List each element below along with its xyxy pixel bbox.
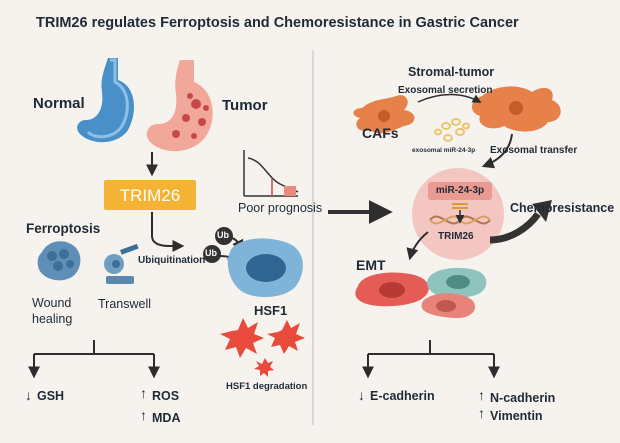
label-hsf1: HSF1 [254, 303, 288, 318]
right-bracket [362, 340, 500, 379]
trim26-box [104, 180, 196, 210]
arrow-ncadherin-up: ↑ [478, 387, 485, 403]
degradation-burst-3 [254, 358, 274, 377]
label-tumor: Tumor [222, 97, 268, 114]
label-cafs: CAFs [362, 125, 399, 141]
label-ub-2: Ub [205, 248, 217, 258]
secretion-arrow [417, 93, 482, 103]
label-hsf1-degradation: HSF1 degradation [226, 381, 308, 392]
arrow-ros-up: ↑ [140, 385, 147, 401]
mirna-strand-icon [452, 203, 468, 209]
ubiquitination-arrow [151, 212, 185, 252]
label-stromal-tumor: Stromal-tumor [408, 65, 495, 79]
label-chemoresistance: Chemoresistance [510, 201, 615, 215]
degradation-burst-1 [220, 318, 264, 358]
label-exosomal-transfer: Exosomal transfer [490, 145, 578, 156]
tumor-stomach-icon [146, 60, 213, 152]
label-trim26-gene: TRIM26 [438, 231, 474, 242]
label-e-cadherin: E-cadherin [370, 389, 435, 403]
label-mda: MDA [152, 411, 181, 425]
label-ros: ROS [152, 389, 180, 403]
label-emt: EMT [356, 257, 386, 273]
ub-circle-2 [203, 245, 221, 263]
ub-circle-1 [215, 227, 233, 245]
label-ferroptosis: Ferroptosis [26, 221, 101, 236]
arrow-ecadherin-down: ↓ [358, 387, 365, 403]
exosome-vesicles [434, 118, 470, 142]
survival-curve-icon [243, 150, 299, 197]
arrow-mda-up: ↑ [140, 407, 147, 423]
label-exosomal-secretion: Exosomal secretion [398, 85, 493, 96]
wound-healing-cell [37, 241, 81, 281]
hsf1-cell [227, 238, 303, 298]
diagram-title: TRIM26 regulates Ferroptosis and Chemore… [36, 15, 519, 31]
label-poor-prognosis: Poor prognosis [238, 201, 323, 215]
degradation-burst-2 [267, 320, 305, 354]
label-normal: Normal [33, 95, 85, 112]
label-mir-box: miR-24-3p [435, 185, 485, 196]
label-transwell: Transwell [98, 297, 152, 311]
arrow-vimentin-up: ↑ [478, 405, 485, 421]
tumor-cell-circle [412, 168, 504, 260]
label-wound-healing: Wound healing [32, 296, 73, 326]
chemoresistance-arrow [489, 211, 541, 244]
label-vimentin: Vimentin [490, 409, 543, 423]
label-gsh: GSH [37, 389, 65, 403]
mir-box [428, 182, 492, 200]
label-exosomal-mir: exosomal miR-24-3p [412, 147, 476, 154]
transwell-cell [104, 243, 139, 284]
emt-arrow [406, 231, 429, 261]
left-bracket [28, 340, 160, 379]
label-trim26: TRIM26 [119, 186, 181, 205]
transfer-arrow [481, 133, 513, 169]
label-n-cadherin: N-cadherin [490, 391, 556, 405]
arrow-gsh-down: ↓ [25, 387, 32, 403]
normal-stomach-icon [77, 58, 134, 143]
label-ubiquitination: Ubiquitination [138, 255, 206, 266]
label-ub-1: Ub [217, 230, 229, 240]
